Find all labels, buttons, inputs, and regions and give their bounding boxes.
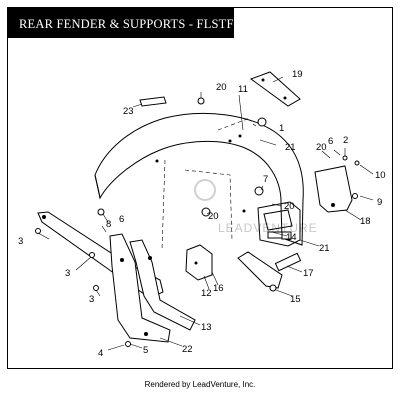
callout-5: 5 [143, 345, 148, 356]
callout-11: 11 [238, 84, 248, 95]
callout-3-middle: 3 [65, 268, 70, 279]
callout-17: 17 [303, 268, 314, 279]
license-bracket-part[interactable] [249, 71, 301, 107]
fender-strut-22[interactable] [109, 233, 171, 343]
leader-lines [37, 76, 374, 351]
support-bracket-23[interactable] [139, 96, 167, 107]
callout-18: 18 [360, 216, 371, 227]
callout-12: 12 [201, 288, 212, 299]
footer-credit: Rendered by LeadVenture, Inc. [144, 380, 256, 389]
callout-20-center: 20 [208, 211, 219, 222]
callout-10: 10 [375, 170, 386, 181]
callout-6-right: 6 [328, 136, 333, 147]
diagram-frame [7, 7, 393, 369]
callout-4: 4 [98, 348, 103, 359]
callout-20-mid: 20 [284, 201, 295, 212]
callout-3-top: 3 [18, 236, 23, 247]
callout-23: 23 [123, 106, 134, 117]
callout-14: 14 [286, 232, 297, 243]
callout-20-right: 20 [316, 142, 327, 153]
callout-1: 1 [279, 123, 284, 134]
callout-labels: 20 19 11 23 1 21 6 2 20 10 7 9 20 18 14 … [18, 69, 386, 359]
callout-2: 2 [343, 135, 348, 146]
callout-22: 22 [182, 344, 193, 355]
callout-20: 20 [216, 82, 227, 93]
callout-3-bottom: 3 [89, 294, 94, 305]
diagram-title: REAR FENDER & SUPPORTS - FLSTF [8, 8, 234, 38]
callout-21: 21 [285, 142, 296, 153]
callout-7: 7 [263, 174, 268, 185]
callout-8: 8 [106, 219, 111, 230]
callout-15: 15 [290, 294, 301, 305]
callout-16: 16 [213, 283, 224, 294]
mount-bracket-12[interactable] [185, 244, 213, 281]
callout-13: 13 [201, 322, 212, 333]
callout-21-lower: 21 [319, 243, 330, 254]
side-bracket-18[interactable] [314, 165, 353, 213]
fender-strut-13[interactable] [129, 239, 196, 331]
callout-19: 19 [292, 69, 303, 80]
callout-9: 9 [377, 197, 382, 208]
spacer-part-17[interactable] [237, 251, 302, 289]
callout-6-left: 6 [119, 214, 124, 225]
rear-fender-part[interactable] [94, 112, 304, 251]
hardware-fasteners [35, 97, 360, 347]
